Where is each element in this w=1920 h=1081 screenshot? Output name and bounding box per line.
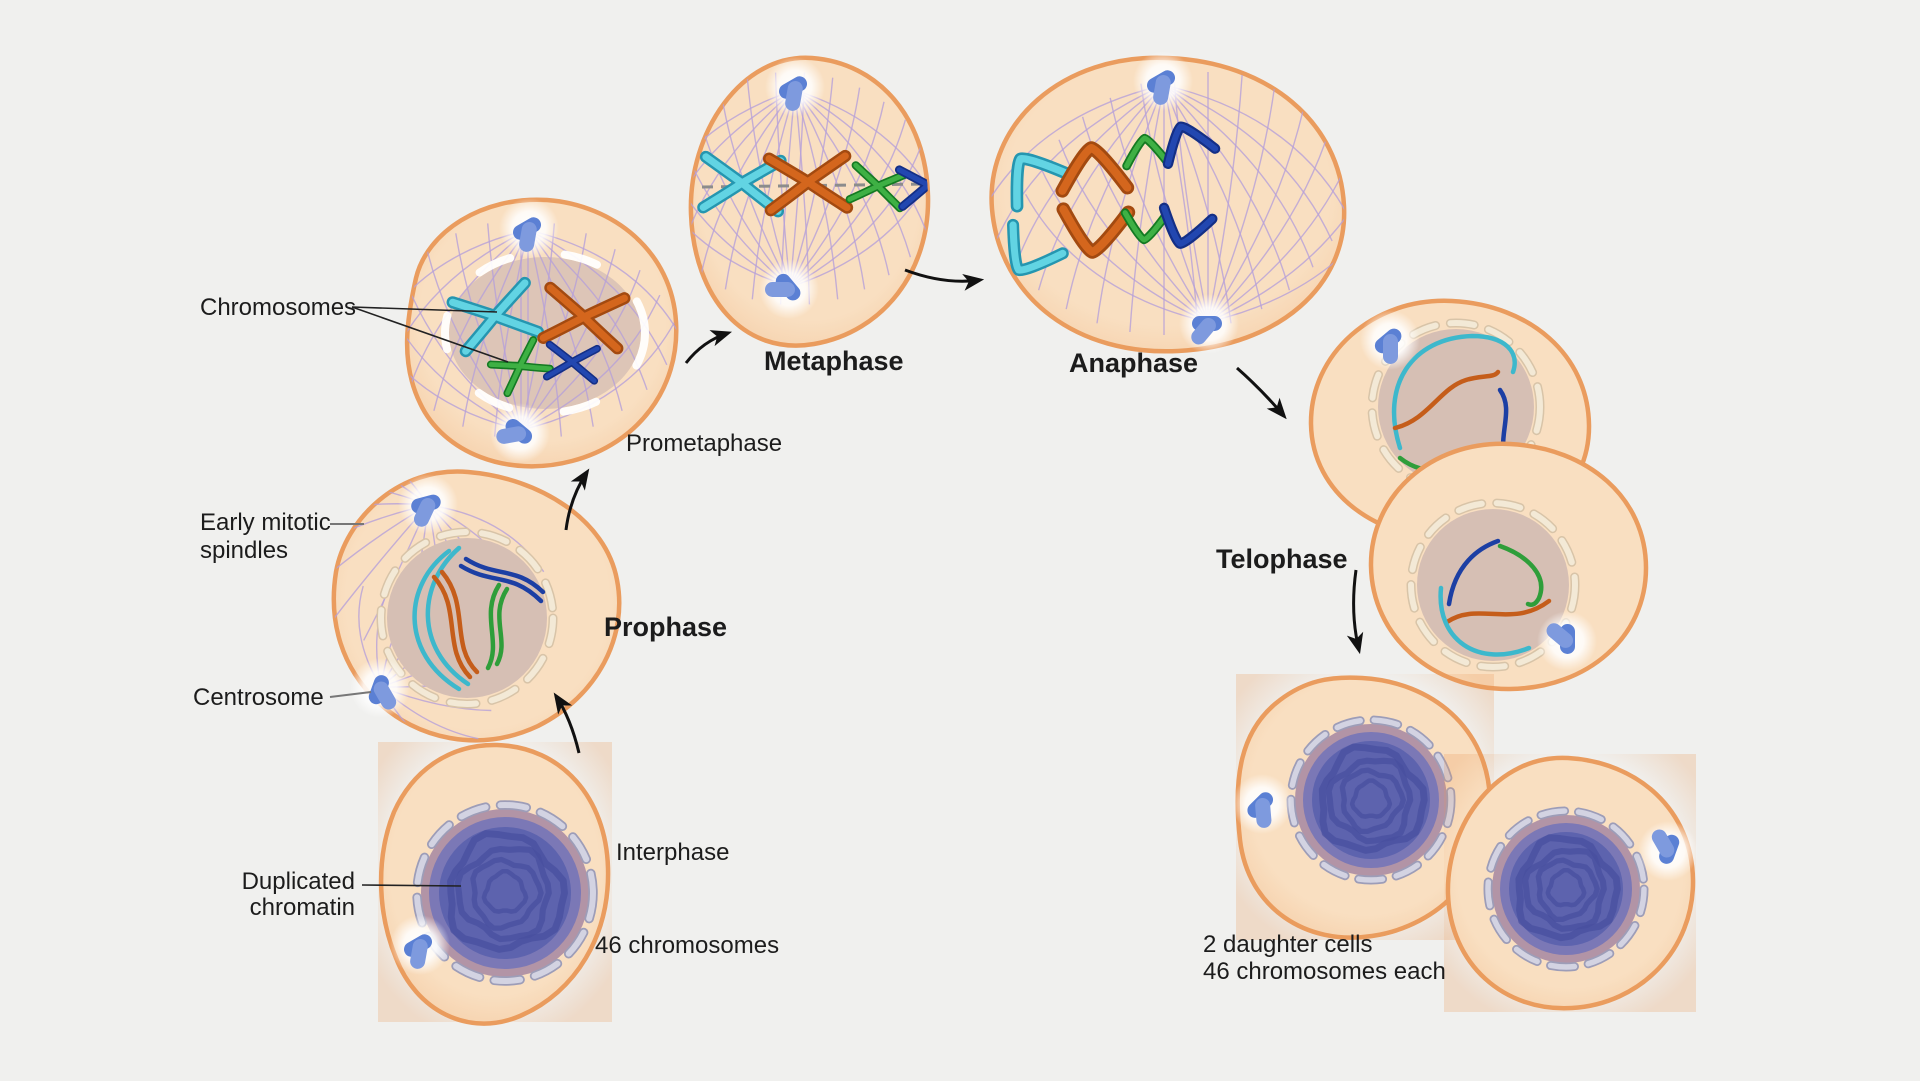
interphase-cell bbox=[378, 742, 612, 1024]
leader-lines bbox=[329, 306, 509, 887]
chromosome-count-label: 46 chromosomes bbox=[595, 932, 780, 959]
arrow-interphase-to-prophase bbox=[553, 692, 581, 754]
arrow-prophase-to-prometaphase bbox=[564, 468, 590, 531]
arrow-prometaphase-to-metaphase bbox=[684, 330, 732, 364]
daughter-cell-left bbox=[1225, 674, 1494, 940]
chromatin-texture bbox=[1515, 834, 1621, 942]
telophase-nucleus-bottom bbox=[1406, 498, 1580, 672]
fragmenting-envelope bbox=[441, 249, 649, 417]
telophase-label: Telophase bbox=[1216, 544, 1348, 574]
interphase-nucleus bbox=[412, 800, 598, 986]
centrosome-icon bbox=[1133, 51, 1193, 111]
telophase-cells bbox=[1311, 301, 1646, 689]
centrosome-icon bbox=[765, 57, 825, 117]
daughter-nucleus-left bbox=[1286, 715, 1456, 885]
early-mitotic-spindles-label: Early mitotic spindles bbox=[200, 509, 331, 564]
interphase-label: Interphase bbox=[616, 839, 730, 866]
anaphase-cell bbox=[982, 51, 1391, 365]
centrosome-icon bbox=[499, 198, 559, 258]
metaphase-cell bbox=[643, 52, 956, 348]
arrow-anaphase-to-telophase bbox=[1236, 366, 1287, 420]
condensing-chromosomes bbox=[412, 545, 546, 692]
centrosome-icon bbox=[390, 915, 450, 975]
duplicated-chromatin-label: Duplicated chromatin bbox=[241, 868, 355, 921]
anaphase-label: Anaphase bbox=[1069, 348, 1199, 378]
metaphase-label: Metaphase bbox=[764, 346, 904, 376]
chromatin-texture bbox=[447, 830, 568, 953]
prometaphase-label: Prometaphase bbox=[626, 430, 783, 457]
arrow-telophase-to-daughters bbox=[1346, 569, 1364, 655]
centrosome-label: Centrosome bbox=[193, 684, 324, 711]
daughter-cell-right bbox=[1444, 754, 1711, 1012]
daughter-nucleus-right bbox=[1483, 806, 1649, 972]
prometaphase-cell bbox=[368, 195, 681, 472]
daughter-cells-label: 2 daughter cells 46 chromosomes each bbox=[1203, 931, 1446, 985]
prophase-nucleus bbox=[376, 527, 558, 709]
stage-arrows bbox=[553, 268, 1364, 754]
chromatin-texture bbox=[1318, 743, 1428, 854]
prophase-label: Prophase bbox=[604, 612, 728, 642]
prophase-cell bbox=[284, 467, 625, 775]
arrow-metaphase-to-anaphase bbox=[904, 268, 985, 291]
chromosomes-label: Chromosomes bbox=[200, 294, 357, 321]
